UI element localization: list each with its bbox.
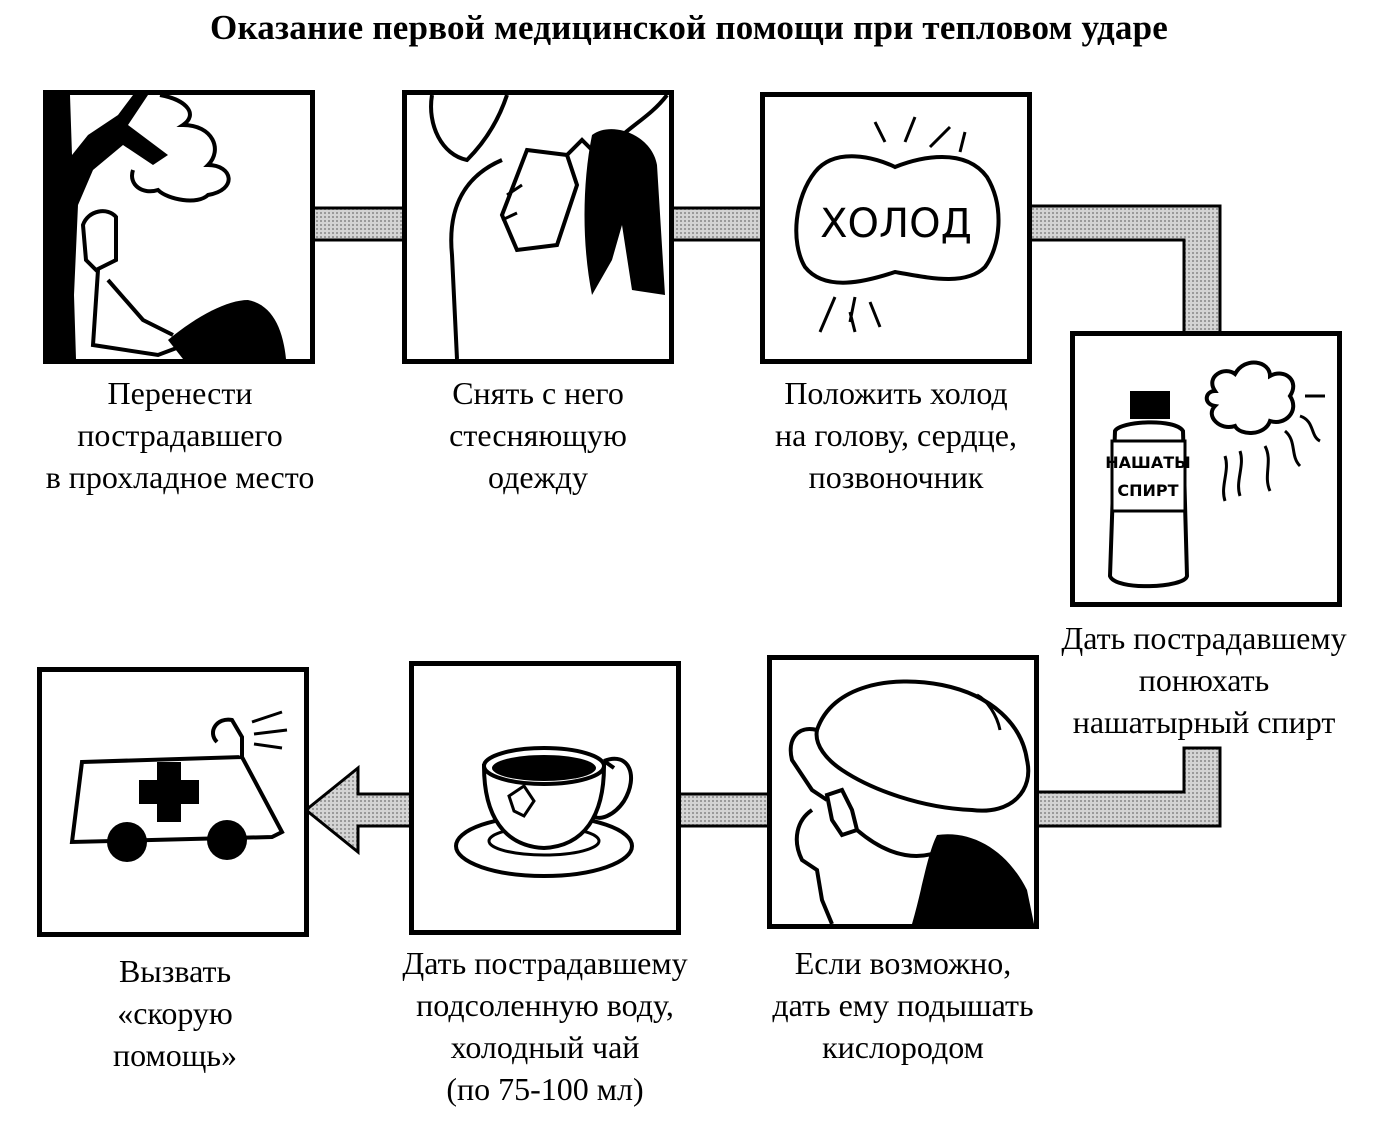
step-3-line-3: позвоночник	[808, 459, 984, 495]
connector-5-6	[674, 792, 774, 828]
step-2-line-1: Снять с него	[452, 375, 624, 411]
step-7-line-2: «скорую	[117, 995, 233, 1031]
step-6-line-3: холодный чай	[450, 1029, 640, 1065]
step-1-panel	[43, 90, 315, 364]
step-4-line-2: понюхать	[1138, 662, 1270, 698]
step-5-caption: Если возможно, дать ему подышать кислоро…	[738, 942, 1068, 1068]
oxygen-mask-icon	[788, 679, 1034, 924]
tea-cup-icon	[454, 746, 634, 878]
ambulance-icon	[69, 710, 288, 862]
bottle-label-line-2: СПИРТ	[1117, 481, 1178, 500]
step-3-caption: Положить холод на голову, сердце, позвон…	[736, 372, 1056, 498]
step-7-line-1: Вызвать	[118, 953, 232, 989]
step-7-panel	[37, 667, 309, 937]
step-1-caption: Перенести пострадавшего в прохладное мес…	[10, 372, 350, 498]
remove-clothing-icon	[429, 95, 669, 359]
step-2-caption: Снять с него стесняющую одежду	[378, 372, 698, 498]
cold-pack-icon: ХОЛОД	[794, 116, 1001, 333]
step-3-panel: ХОЛОД	[760, 92, 1032, 364]
connector-6-7-arrow	[303, 764, 415, 856]
step-3-line-1: Положить холод	[784, 375, 1008, 411]
step-6-line-2: подсоленную воду,	[416, 987, 674, 1023]
step-7-caption: Вызвать «скорую помощь»	[30, 950, 320, 1076]
step-5-line-3: кислородом	[822, 1029, 984, 1065]
step-6-line-4: (по 75-100 мл)	[446, 1071, 644, 1107]
diagram-title: Оказание первой медицинской помощи при т…	[210, 8, 1168, 47]
step-2-line-2: стесняющую	[449, 417, 627, 453]
step-6-line-1: Дать пострадавшему	[402, 945, 688, 981]
ammonia-bottle-icon: НАШАТЫ СПИРТ	[1105, 360, 1325, 589]
tree-shade-icon	[48, 95, 286, 359]
step-6-panel	[409, 661, 681, 935]
connector-4-5	[1033, 746, 1222, 828]
step-5-line-2: дать ему подышать	[772, 987, 1034, 1023]
step-1-line-2: пострадавшего	[77, 417, 283, 453]
step-6-caption: Дать пострадавшему подсоленную воду, хол…	[370, 942, 720, 1110]
cold-pack-label: ХОЛОД	[820, 201, 972, 247]
step-5-line-1: Если возможно,	[794, 945, 1012, 981]
step-1-line-1: Перенести	[107, 375, 253, 411]
step-2-panel	[402, 90, 674, 364]
connector-3-4	[1026, 204, 1222, 337]
step-4-line-1: Дать пострадавшему	[1061, 620, 1347, 656]
step-7-line-3: помощь»	[113, 1037, 237, 1073]
connector-2-3	[668, 206, 768, 242]
step-4-panel: НАШАТЫ СПИРТ	[1070, 331, 1342, 607]
step-4-caption: Дать пострадавшему понюхать нашатырный с…	[1030, 617, 1378, 743]
step-1-line-3: в прохладное место	[45, 459, 315, 495]
connector-1-2	[310, 206, 410, 242]
bottle-label-line-1: НАШАТЫ	[1105, 453, 1190, 472]
step-3-line-2: на голову, сердце,	[775, 417, 1017, 453]
step-2-line-3: одежду	[488, 459, 588, 495]
step-4-line-3: нашатырный спирт	[1072, 704, 1336, 740]
step-5-panel	[767, 655, 1039, 929]
